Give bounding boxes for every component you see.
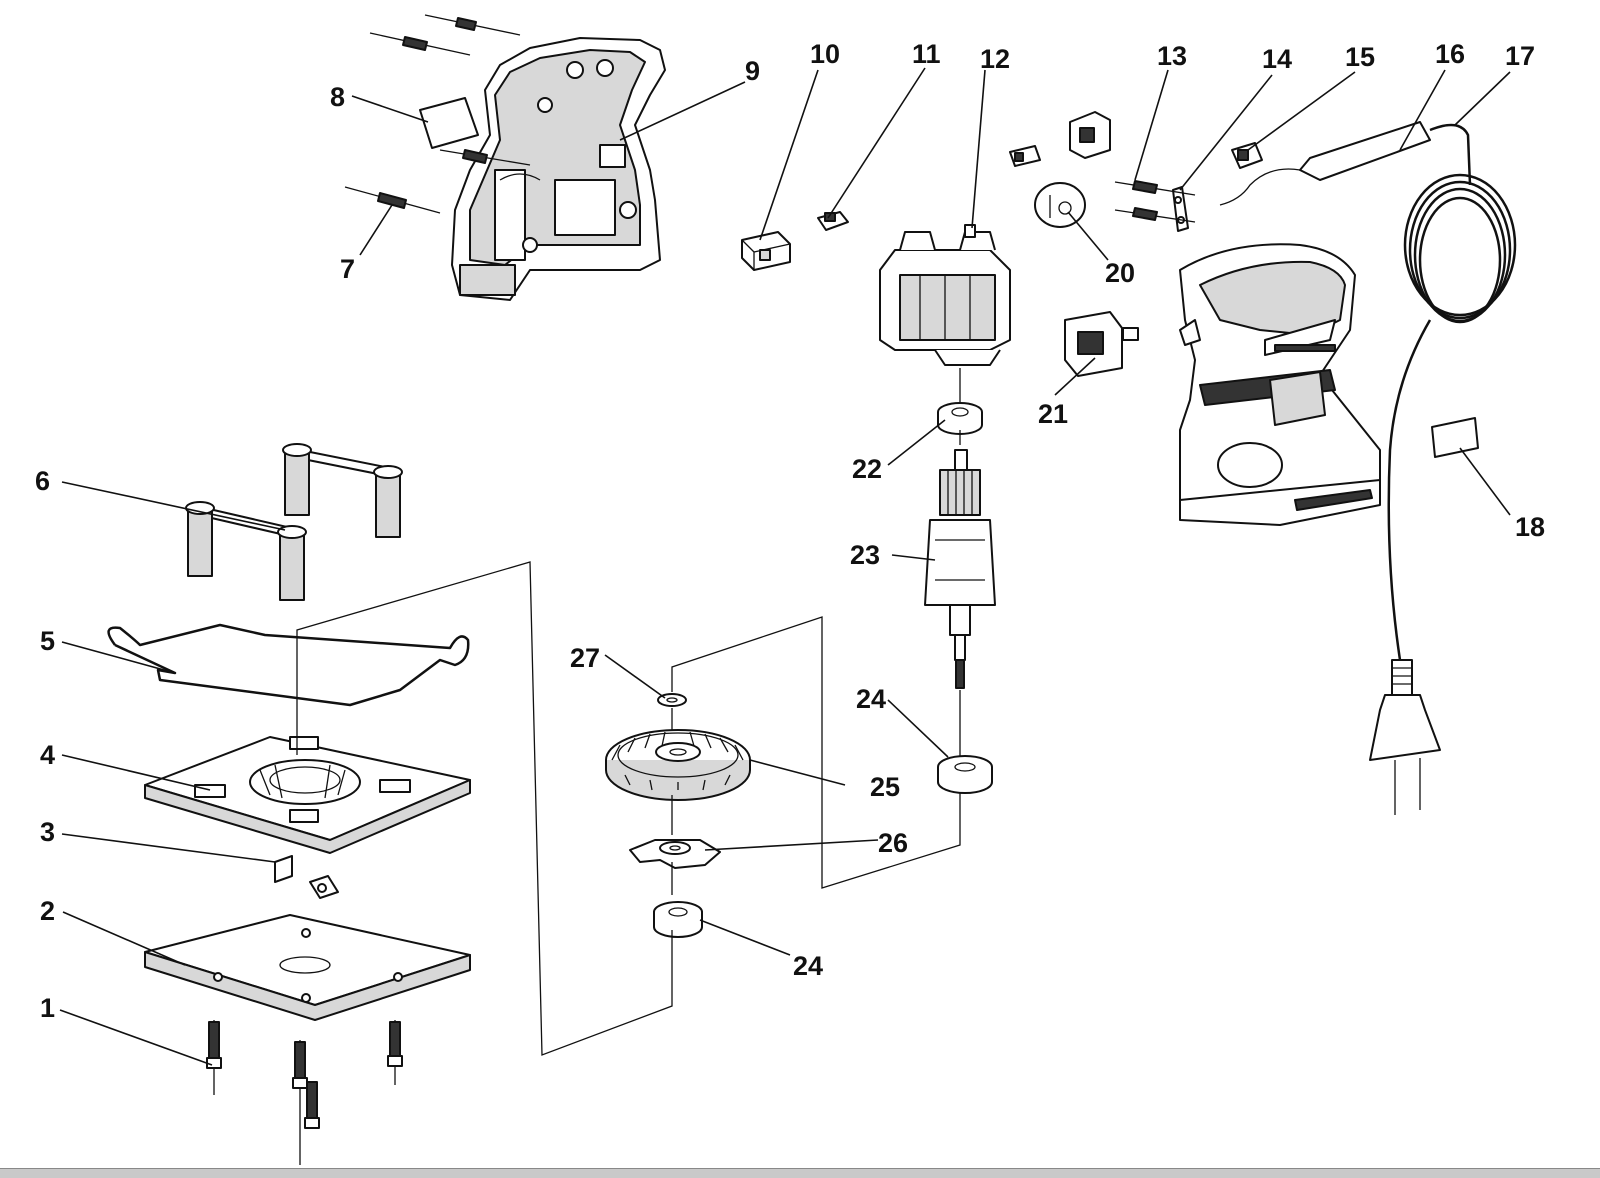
part-number-labels: 1 2 3 4 5 6 7 8 9 10 11 12 13 14 15 16 1… xyxy=(35,39,1545,1023)
label-plate-18 xyxy=(1431,417,1479,458)
brush-cap-disc xyxy=(1034,182,1086,228)
part-label-15: 15 xyxy=(1345,42,1375,72)
bearing-right xyxy=(937,755,993,794)
part-label-24-lower: 24 xyxy=(793,951,823,981)
cord-connector-15 xyxy=(1231,142,1263,169)
part-label-7: 7 xyxy=(340,254,355,284)
switch-cap xyxy=(741,231,791,271)
washer xyxy=(657,693,687,707)
part-label-17: 17 xyxy=(1505,41,1535,71)
brush-holder xyxy=(1069,111,1111,159)
part-label-1: 1 xyxy=(40,993,55,1023)
part-label-14: 14 xyxy=(1262,44,1292,74)
armature xyxy=(924,449,996,689)
assembled-sander xyxy=(1179,243,1381,526)
part-label-5: 5 xyxy=(40,626,55,656)
fan xyxy=(605,729,751,801)
screws-13 xyxy=(1114,180,1196,223)
part-label-26: 26 xyxy=(878,828,908,858)
part-label-13: 13 xyxy=(1157,41,1187,71)
housing-screws xyxy=(344,14,531,214)
part-label-2: 2 xyxy=(40,896,55,926)
pad-base xyxy=(144,736,471,854)
brush-small xyxy=(1009,145,1041,167)
part-label-20: 20 xyxy=(1105,258,1135,288)
part-label-16: 16 xyxy=(1435,39,1465,69)
pad-clips xyxy=(274,855,339,899)
assembly-lines xyxy=(296,368,961,1056)
part-label-22: 22 xyxy=(852,454,882,484)
part-label-27: 27 xyxy=(570,643,600,673)
part-label-3: 3 xyxy=(40,817,55,847)
part-label-24-upper: 24 xyxy=(856,684,886,714)
label-plate-8 xyxy=(419,97,479,149)
pad-screws xyxy=(206,1020,403,1165)
sanding-pad xyxy=(144,914,471,1021)
part-label-18: 18 xyxy=(1515,512,1545,542)
part-label-9: 9 xyxy=(745,56,760,86)
part-label-10: 10 xyxy=(810,39,840,69)
bottom-scrollbar-strip xyxy=(0,1168,1600,1178)
leader-lines xyxy=(59,67,1511,1066)
power-switch xyxy=(1064,311,1139,377)
field-stator xyxy=(879,224,1011,366)
bearing-lower xyxy=(653,901,703,938)
power-cord xyxy=(1219,121,1517,815)
counterweight xyxy=(629,839,721,869)
part-label-11: 11 xyxy=(912,39,941,69)
paper-clamp-wire xyxy=(107,623,470,707)
housing-half xyxy=(451,37,666,301)
bracket-rear xyxy=(282,443,403,538)
part-label-6: 6 xyxy=(35,466,50,496)
bracket-front xyxy=(185,501,307,601)
part-label-12: 12 xyxy=(980,44,1010,74)
cable-clamp xyxy=(817,211,849,231)
part-label-4: 4 xyxy=(40,740,55,770)
bearing-top xyxy=(937,402,983,435)
part-label-25: 25 xyxy=(870,772,900,802)
part-label-21: 21 xyxy=(1038,399,1068,429)
part-label-23: 23 xyxy=(850,540,880,570)
part-label-8: 8 xyxy=(330,82,345,112)
